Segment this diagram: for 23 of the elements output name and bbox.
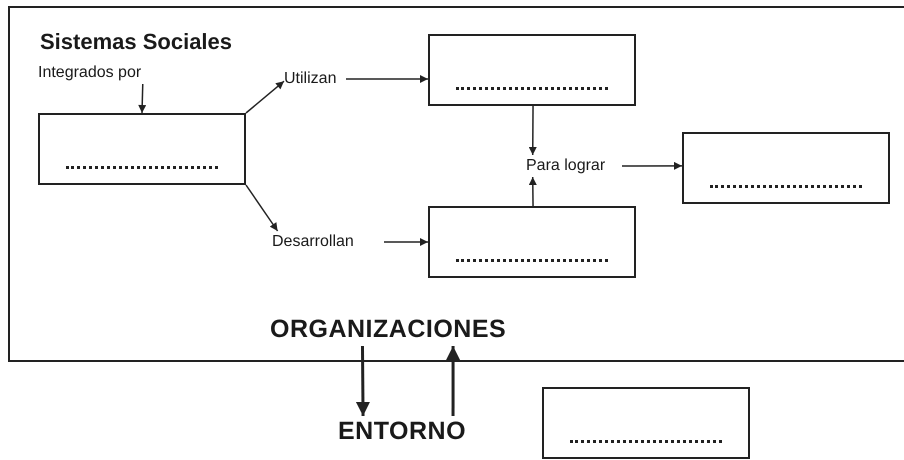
arrow	[356, 346, 370, 416]
connector-label: Integrados por	[38, 62, 146, 84]
heading: Sistemas Sociales	[40, 28, 232, 56]
concept-label: ENTORNO	[338, 416, 488, 448]
answer-box	[38, 113, 246, 185]
arrow	[346, 75, 428, 83]
arrow	[246, 80, 284, 114]
answer-box	[542, 387, 750, 459]
arrow	[528, 106, 537, 155]
connector-label: Desarrollan	[272, 231, 384, 253]
arrow	[384, 238, 428, 246]
connector-label: Para lograr	[526, 155, 622, 177]
arrow	[138, 84, 146, 114]
answer-box	[682, 132, 890, 204]
arrow	[622, 162, 682, 170]
concept-label: ORGANIZACIONES	[270, 314, 542, 346]
arrow	[446, 346, 460, 416]
arrow	[528, 177, 537, 206]
answer-box	[428, 34, 636, 106]
arrow	[245, 184, 278, 232]
frame-box	[8, 6, 904, 362]
connector-label: Utilizan	[284, 68, 346, 90]
answer-box	[428, 206, 636, 278]
